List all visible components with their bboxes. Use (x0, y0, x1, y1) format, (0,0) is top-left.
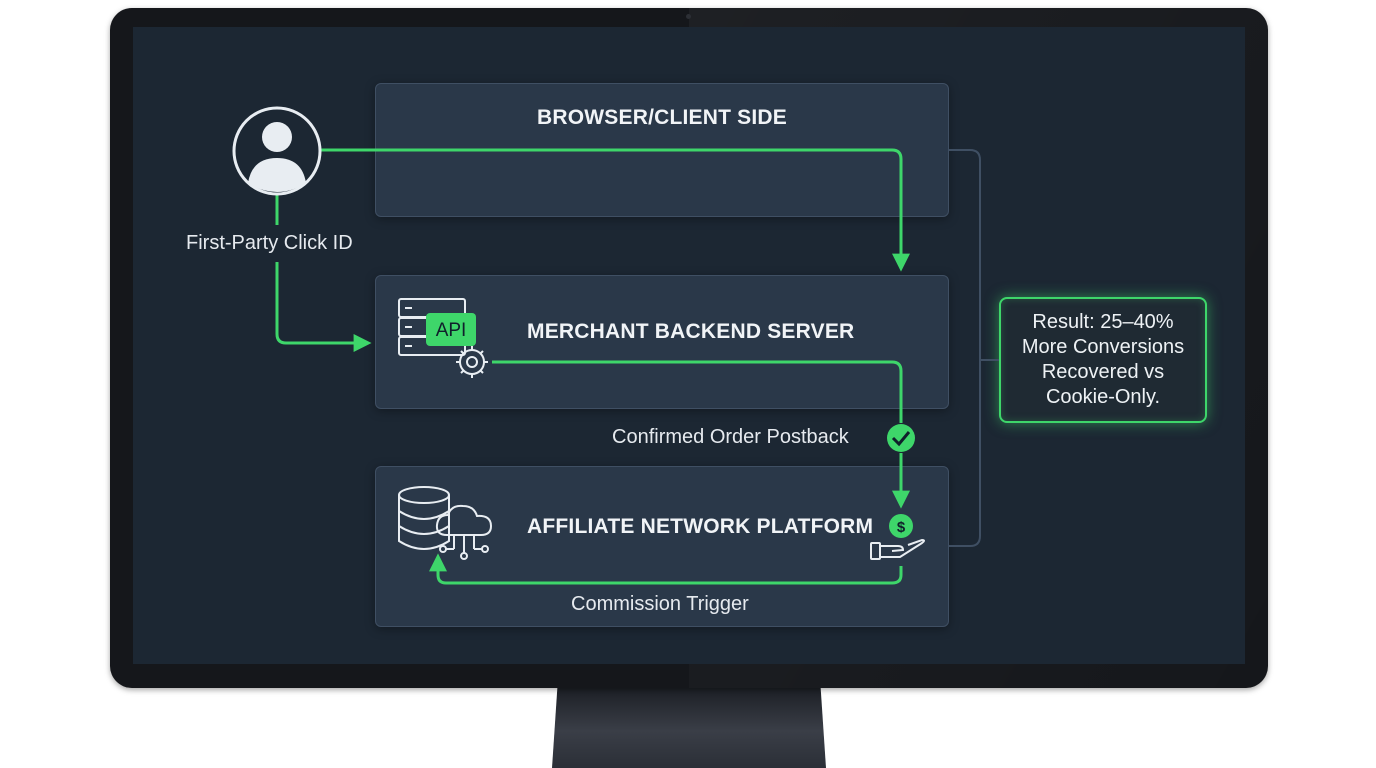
checkmark-icon (887, 424, 915, 452)
api-badge-text: API (436, 320, 467, 341)
result-box: Result: 25–40% More Conversions Recovere… (999, 297, 1207, 423)
dollar-coin-icon (889, 514, 913, 538)
user-avatar-icon (232, 106, 322, 196)
camera-dot (686, 14, 691, 19)
browser-client-title: BROWSER/CLIENT SIDE (537, 106, 787, 129)
dollar-symbol-text: $ (897, 519, 906, 536)
result-text: Result: 25–40% More Conversions Recovere… (1021, 311, 1185, 408)
result-bracket (948, 149, 981, 547)
gear-icon (456, 346, 488, 378)
monitor-stand (552, 686, 826, 768)
database-icon (398, 486, 450, 550)
merchant-backend-title: MERCHANT BACKEND SERVER (527, 320, 855, 343)
api-server-icon (398, 298, 476, 356)
postback-arrow (492, 360, 901, 505)
commission-arrow (429, 553, 903, 585)
click-id-arrow (275, 195, 368, 343)
commission-label: Commission Trigger (571, 593, 749, 615)
affiliate-network-panel: AFFILIATE NETWORK PLATFORM (375, 466, 949, 627)
postback-label: Confirmed Order Postback (612, 426, 849, 448)
hand-icon (870, 538, 925, 560)
affiliate-network-title: AFFILIATE NETWORK PLATFORM (527, 515, 874, 538)
click-id-label: First-Party Click ID (186, 232, 353, 254)
cloud-network-icon (435, 504, 493, 560)
user-to-merchant-arrow (318, 148, 910, 272)
